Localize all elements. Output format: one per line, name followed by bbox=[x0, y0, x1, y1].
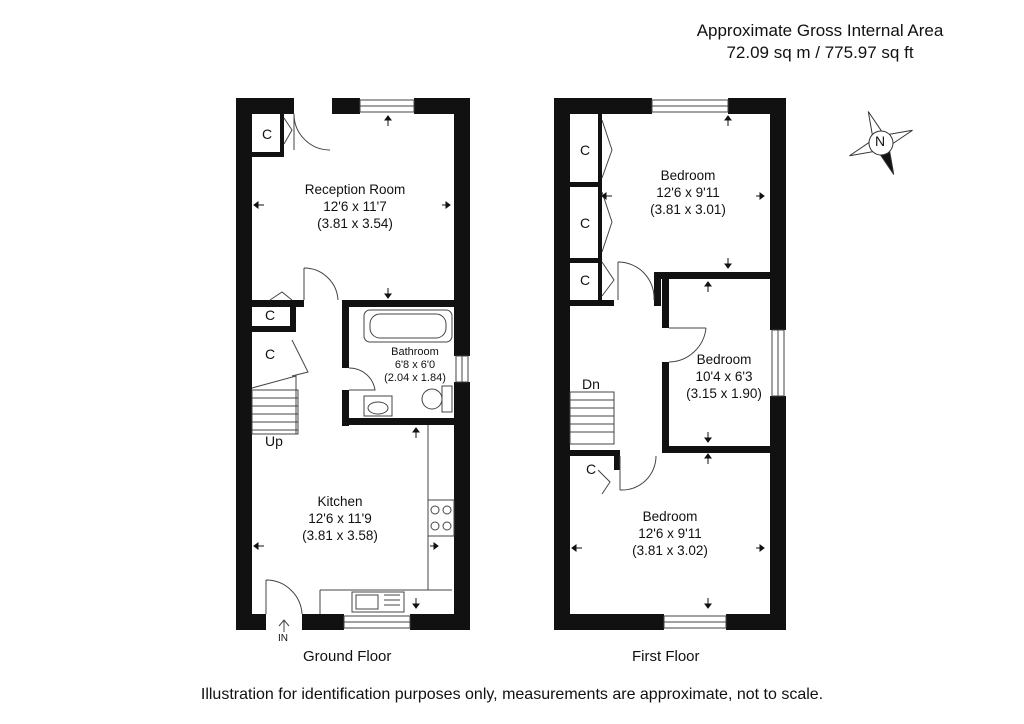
kitchen-label: Kitchen 12'6 x 11'9 (3.81 x 3.58) bbox=[270, 493, 410, 544]
ground-floor-windows bbox=[343, 99, 469, 629]
ground-floor-details bbox=[251, 113, 455, 632]
bathroom-label: Bathroom 6'8 x 6'0 (2.04 x 1.84) bbox=[370, 346, 460, 385]
bedroom-3-imperial: 12'6 x 9'11 bbox=[638, 526, 702, 541]
first-floor-name: First Floor bbox=[632, 648, 700, 665]
reception-room-imperial: 12'6 x 11'7 bbox=[323, 199, 387, 214]
bedroom-2-metric: (3.15 x 1.90) bbox=[686, 386, 762, 401]
ground-floor-plan bbox=[236, 98, 470, 630]
gross-internal-area: Approximate Gross Internal Area 72.09 sq… bbox=[640, 20, 1000, 64]
ground-floor-name: Ground Floor bbox=[303, 648, 392, 665]
bathroom-metric: (2.04 x 1.84) bbox=[384, 372, 446, 384]
bedroom-3-name: Bedroom bbox=[642, 509, 698, 524]
cupboard-label: C bbox=[586, 461, 597, 477]
cupboard-label: C bbox=[580, 272, 591, 288]
bedroom-3-metric: (3.81 x 3.02) bbox=[632, 543, 708, 558]
reception-room-label: Reception Room 12'6 x 11'7 (3.81 x 3.54) bbox=[280, 181, 430, 232]
first-floor-plan bbox=[554, 98, 786, 630]
first-floor-dimension-arrows bbox=[571, 115, 765, 609]
stairs-up-label: Up bbox=[265, 433, 283, 449]
bedroom-2-label: Bedroom 10'4 x 6'3 (3.15 x 1.90) bbox=[664, 351, 784, 402]
cupboard-label: C bbox=[262, 126, 273, 142]
cupboard-label: C bbox=[580, 215, 591, 231]
disclaimer-text: Illustration for identification purposes… bbox=[200, 686, 824, 703]
kitchen-metric: (3.81 x 3.58) bbox=[302, 528, 378, 543]
bedroom-1-imperial: 12'6 x 9'11 bbox=[656, 185, 720, 200]
stairs-down-label: Dn bbox=[582, 376, 600, 392]
area-title: Approximate Gross Internal Area bbox=[696, 21, 944, 40]
area-value: 72.09 sq m / 775.97 sq ft bbox=[726, 43, 914, 62]
compass-letter: N bbox=[875, 133, 886, 149]
north-compass-icon bbox=[849, 111, 913, 175]
cupboard-label: C bbox=[580, 142, 591, 158]
bedroom-3-label: Bedroom 12'6 x 9'11 (3.81 x 3.02) bbox=[600, 508, 740, 559]
first-floor-windows bbox=[651, 99, 785, 629]
kitchen-imperial: 12'6 x 11'9 bbox=[308, 511, 372, 526]
cupboard-label: C bbox=[265, 307, 276, 323]
cupboard-label: C bbox=[265, 346, 276, 362]
reception-room-name: Reception Room bbox=[304, 182, 406, 197]
ground-floor-dimension-arrows bbox=[253, 115, 451, 609]
bathroom-name: Bathroom bbox=[391, 346, 439, 358]
entrance-label: IN bbox=[278, 633, 288, 644]
bedroom-1-metric: (3.81 x 3.01) bbox=[650, 202, 726, 217]
bedroom-1-name: Bedroom bbox=[660, 168, 716, 183]
reception-room-metric: (3.81 x 3.54) bbox=[317, 216, 393, 231]
bedroom-1-label: Bedroom 12'6 x 9'11 (3.81 x 3.01) bbox=[618, 167, 758, 218]
kitchen-name: Kitchen bbox=[317, 494, 363, 509]
first-floor-details bbox=[569, 119, 707, 495]
bathroom-imperial: 6'8 x 6'0 bbox=[394, 359, 436, 371]
bedroom-2-imperial: 10'4 x 6'3 bbox=[695, 369, 753, 384]
bedroom-2-name: Bedroom bbox=[696, 352, 752, 367]
